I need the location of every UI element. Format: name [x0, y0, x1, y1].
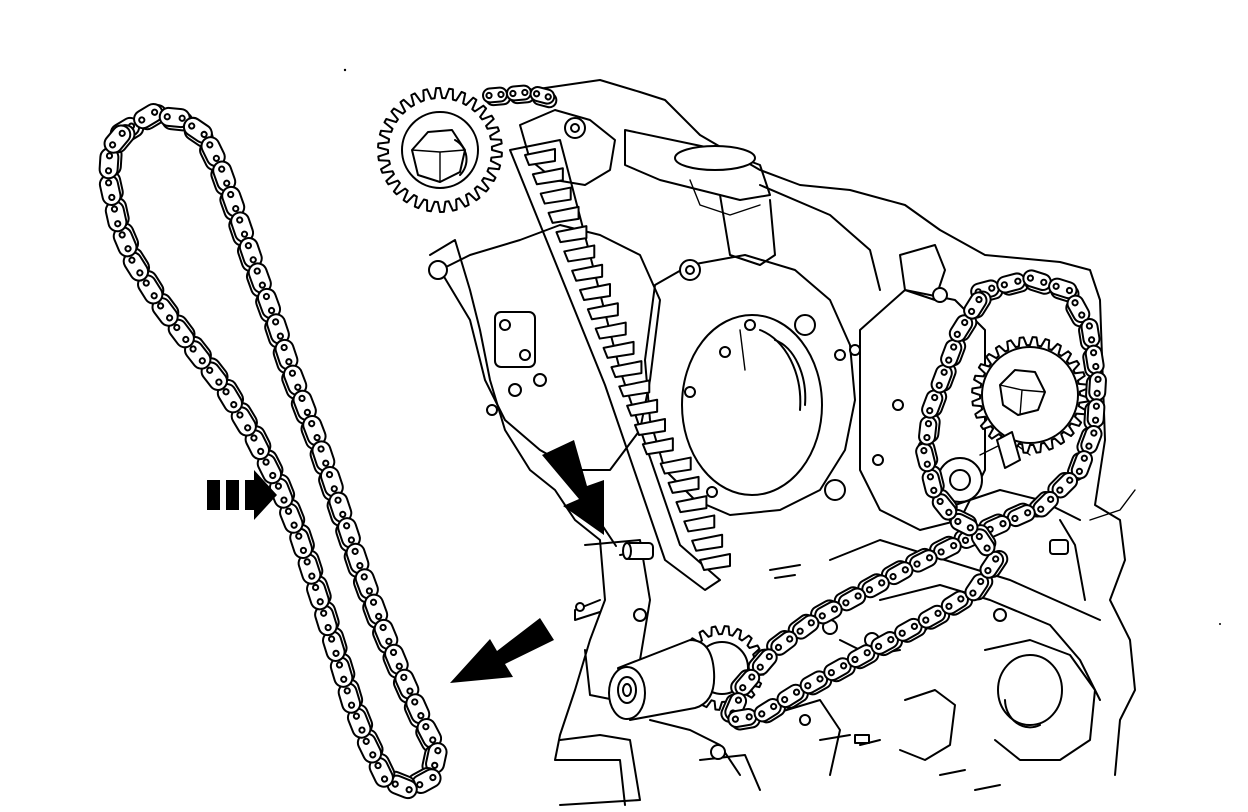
key: [996, 431, 1021, 469]
chain-link: [921, 465, 945, 499]
guide-tooth: [659, 456, 692, 475]
guide-tooth: [563, 244, 596, 263]
guide-tooth: [539, 186, 572, 205]
guide-tooth: [524, 148, 556, 166]
guide-tooth: [555, 225, 588, 244]
chain-link: [930, 362, 957, 394]
chain-link: [1065, 294, 1091, 328]
chain-link: [915, 438, 939, 473]
guide-tooth: [579, 283, 611, 301]
camshaft-sprocket-upper: [377, 87, 503, 213]
chain-link: [103, 124, 136, 154]
chain-link: [921, 387, 948, 419]
chain-link: [727, 708, 761, 731]
guide-tooth: [547, 205, 580, 224]
guide-tooth: [618, 379, 651, 398]
chain-link: [1002, 502, 1036, 528]
guide-tooth: [691, 533, 724, 552]
guide-tooth: [586, 302, 619, 321]
chain-link: [918, 412, 941, 446]
guide-tooth: [571, 263, 604, 282]
chain-link: [343, 542, 370, 578]
chain-link: [306, 575, 332, 611]
chain-link: [846, 644, 880, 670]
chain-link: [297, 549, 324, 585]
pointer-arrow-chain: [450, 618, 554, 683]
guide-tooth: [675, 495, 708, 514]
chain-link: [823, 657, 856, 683]
loose-timing-chain: [98, 103, 448, 800]
front-bore: [681, 314, 823, 496]
chain-link: [403, 693, 431, 729]
guide-tooth: [634, 418, 666, 436]
upper-chain-segment: [482, 84, 558, 109]
chain-tensioner: [608, 639, 726, 760]
chain-guide: [509, 139, 731, 591]
guide-tooth: [641, 437, 674, 456]
installation-direction-arrow: [207, 470, 277, 520]
chain-link: [346, 703, 374, 739]
oil-passage: [674, 145, 756, 171]
guide-tooth: [699, 553, 731, 571]
chain-link: [167, 314, 196, 349]
chain-link: [133, 103, 168, 131]
chain-link: [948, 313, 978, 343]
chain-link: [787, 613, 820, 640]
chain-link: [963, 290, 992, 320]
chain-link: [318, 466, 344, 502]
sprocket-bolt: [411, 129, 466, 183]
guide-tooth: [602, 340, 635, 359]
guide-tooth: [594, 321, 627, 340]
guide-tooth: [626, 398, 659, 417]
installed-timing-chain: [720, 269, 1107, 731]
chain-link: [1047, 471, 1079, 499]
chain-link: [137, 270, 165, 305]
chain-link: [1082, 344, 1105, 378]
guide-tooth: [667, 475, 700, 494]
pointer-arrow-dowel: [542, 440, 617, 547]
guide-tooth: [531, 167, 564, 186]
chain-link: [904, 547, 938, 573]
chain-link: [870, 631, 904, 657]
chain-link: [857, 573, 890, 599]
chain-link: [979, 549, 1009, 579]
guide-tooth: [610, 360, 643, 379]
chain-link: [281, 364, 308, 400]
guide-tooth: [683, 514, 716, 533]
chain-link: [158, 106, 194, 132]
chain-link: [917, 604, 951, 630]
chain-link: [529, 86, 558, 109]
chain-link: [929, 535, 962, 561]
camshaft-sprocket-right: [971, 336, 1089, 469]
chain-link: [505, 84, 536, 105]
chain-link: [996, 272, 1030, 296]
chain-link: [833, 586, 867, 612]
